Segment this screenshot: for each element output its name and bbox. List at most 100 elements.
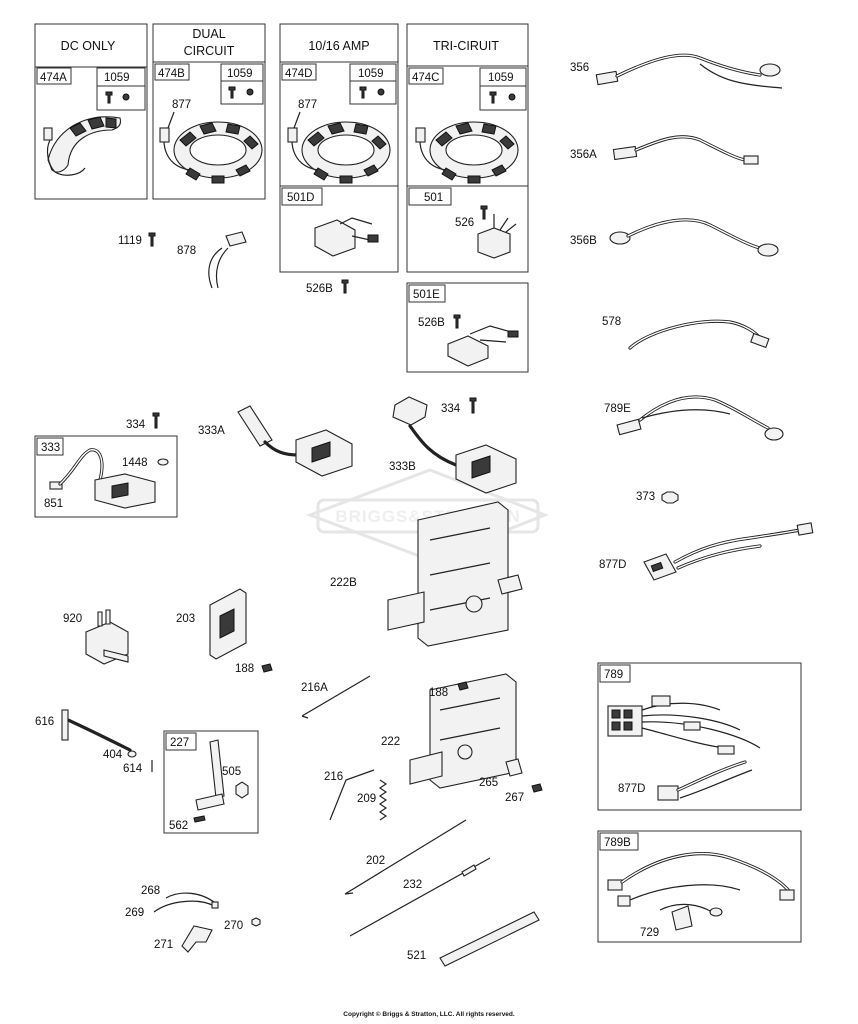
label-505: 505 <box>222 766 241 778</box>
label-222B: 222B <box>330 577 357 589</box>
label-729: 729 <box>640 927 659 939</box>
label-616: 616 <box>35 716 54 728</box>
header-dual-line2: CIRCUIT <box>184 44 235 58</box>
part-878: 878 <box>177 231 247 289</box>
label-578: 578 <box>602 316 621 328</box>
part-616: 616 <box>35 709 132 752</box>
label-222: 222 <box>381 736 400 748</box>
label-789E: 789E <box>604 403 631 415</box>
part-877D-a: 877D <box>599 522 814 581</box>
label-270: 270 <box>224 920 243 932</box>
label-203: 203 <box>176 613 195 625</box>
label-202: 202 <box>366 855 385 867</box>
label-526: 526 <box>455 217 474 229</box>
header-dual-line1: DUAL <box>192 27 225 41</box>
header-tri-circuit: TRI-CIRUIT <box>433 39 499 53</box>
part-209: 209 <box>357 779 388 821</box>
part-404: 404 <box>103 749 137 761</box>
kit-box-501E: 501E 526B <box>406 282 529 373</box>
label-562: 562 <box>169 820 188 832</box>
label-1059-b: 1059 <box>227 68 253 80</box>
label-474A: 474A <box>40 72 67 84</box>
copyright-notice: Copyright © Briggs & Stratton, LLC. All … <box>343 1011 515 1018</box>
label-1119: 1119 <box>118 235 142 247</box>
label-878: 878 <box>177 245 196 257</box>
label-209: 209 <box>357 793 376 805</box>
part-526B: 526B <box>306 279 349 295</box>
part-920: 920 <box>63 609 129 665</box>
label-474D: 474D <box>285 68 313 80</box>
label-356A: 356A <box>570 149 597 161</box>
part-333A: 333A <box>198 405 353 477</box>
header-dc-only: DC ONLY <box>61 39 116 53</box>
kit-box-789B: 789B 729 <box>597 830 802 943</box>
part-373: 373 <box>636 491 679 504</box>
label-920: 920 <box>63 613 82 625</box>
part-202: 202 <box>344 819 467 895</box>
part-334-a: 334 <box>126 412 160 431</box>
part-789E: 789E <box>604 395 784 441</box>
label-1059-d: 1059 <box>488 72 514 84</box>
label-356B: 356B <box>570 235 597 247</box>
label-267: 267 <box>505 792 524 804</box>
kit-box-227: 227 505 562 <box>163 730 259 834</box>
part-614: 614 <box>123 760 153 775</box>
label-404: 404 <box>103 749 123 761</box>
label-501: 501 <box>424 192 443 204</box>
label-271: 271 <box>154 939 173 951</box>
label-526B-a: 526B <box>418 317 445 329</box>
kit-box-tri-circuit: TRI-CIRUIT 474C 1059 501 526 <box>406 23 529 273</box>
label-877-b: 877 <box>298 99 317 111</box>
part-216: 216 <box>324 769 375 821</box>
header-10-16-amp: 10/16 AMP <box>308 39 369 53</box>
part-265: 265 <box>479 758 523 789</box>
label-501D: 501D <box>287 192 315 204</box>
label-356: 356 <box>570 62 589 74</box>
label-1448: 1448 <box>122 457 148 469</box>
label-373: 373 <box>636 491 655 503</box>
label-474B: 474B <box>158 68 185 80</box>
label-188-b: 188 <box>429 687 448 699</box>
label-216: 216 <box>324 771 343 783</box>
label-216A: 216A <box>301 682 328 694</box>
part-188-a: 188 <box>235 663 273 675</box>
part-268: 268 <box>141 885 215 903</box>
part-334-b: 334 <box>441 397 477 415</box>
part-222: 222 <box>381 673 517 789</box>
label-227: 227 <box>170 737 189 749</box>
label-232: 232 <box>403 879 422 891</box>
kit-box-dual-circuit: DUAL CIRCUIT 474B 1059 877 <box>152 23 266 200</box>
label-188-a: 188 <box>235 663 254 675</box>
label-265: 265 <box>479 777 498 789</box>
part-333B: 333B <box>389 396 517 494</box>
part-188-b: 188 <box>429 681 469 699</box>
label-268: 268 <box>141 885 160 897</box>
label-789: 789 <box>604 669 623 681</box>
label-877D-b: 877D <box>618 783 646 795</box>
label-521: 521 <box>407 950 426 962</box>
label-851: 851 <box>44 498 63 510</box>
kit-box-333: 333 1448 851 <box>34 435 178 518</box>
part-269: 269 <box>125 900 219 919</box>
label-333A: 333A <box>198 425 225 437</box>
part-271: 271 <box>154 925 213 953</box>
part-232: 232 <box>349 857 491 937</box>
part-1119: 1119 <box>118 232 156 247</box>
label-269: 269 <box>125 907 144 919</box>
label-334-a: 334 <box>126 419 146 431</box>
part-222B: 222B <box>330 501 523 647</box>
label-614: 614 <box>123 763 143 775</box>
kit-box-789: 789 877D <box>597 662 802 811</box>
part-270: 270 <box>224 917 261 932</box>
part-578: 578 <box>602 316 770 350</box>
part-356: 356 <box>570 53 783 89</box>
label-877D-a: 877D <box>599 559 627 571</box>
label-501E: 501E <box>413 289 440 301</box>
label-333B: 333B <box>389 461 416 473</box>
part-216A: 216A <box>301 675 371 719</box>
label-789B: 789B <box>604 837 631 849</box>
part-267: 267 <box>505 783 543 804</box>
part-356A: 356A <box>570 135 759 165</box>
part-521: 521 <box>407 911 540 967</box>
